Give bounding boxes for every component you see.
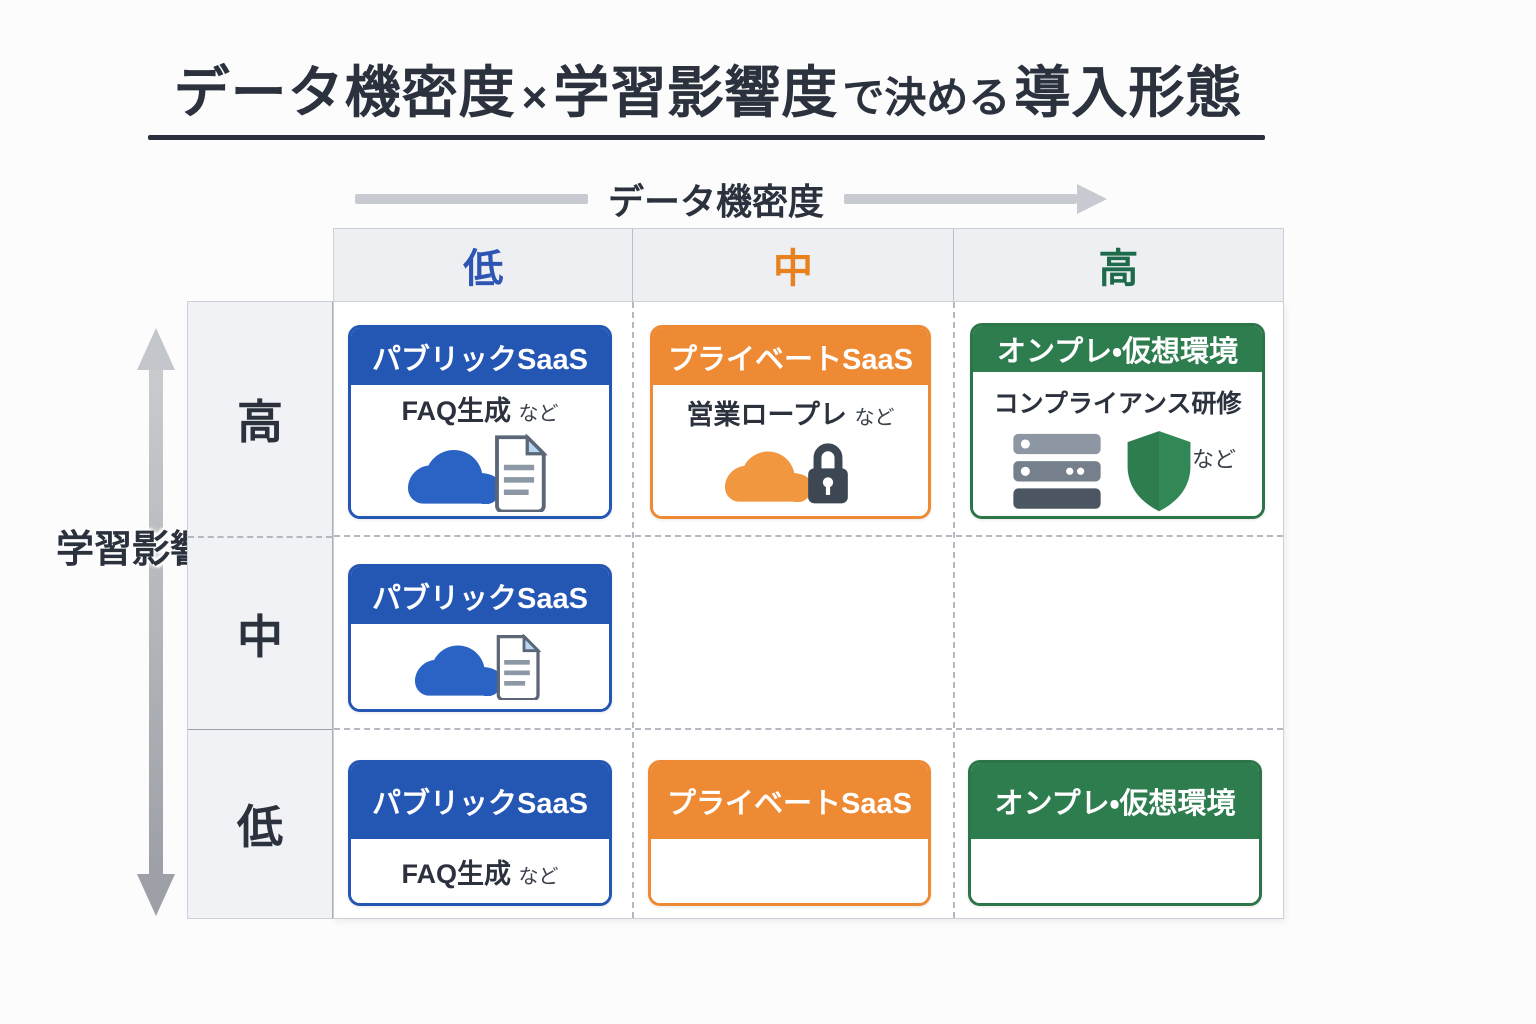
row-header-column: 高 中 低 xyxy=(187,301,333,919)
document-icon xyxy=(496,633,542,700)
y-axis-learning-impact xyxy=(136,328,176,916)
card-title: パブリックSaaS xyxy=(351,567,609,624)
card-onprem-low-impact: オンプレ・仮想環境 xyxy=(968,760,1262,906)
card-public-saas-low-impact: パブリックSaaS FAQ生成 など xyxy=(348,760,612,906)
use-case-label: コンプライアンス研修 xyxy=(993,390,1242,418)
column-header-low: 低 xyxy=(463,247,504,291)
server-icon xyxy=(1013,433,1101,509)
card-title: プライベートSaaS xyxy=(653,328,928,385)
card-public-saas-mid-impact: パブリックSaaS xyxy=(348,564,612,712)
title-learning-impact: 学習影響度 xyxy=(553,61,839,124)
cloud-icon xyxy=(415,645,501,696)
lock-icon xyxy=(807,443,848,504)
column-header-row: 低 中 高 xyxy=(333,228,1284,301)
card-private-saas-low-impact: プライベートSaaS xyxy=(648,760,931,906)
cloud-icon xyxy=(724,451,811,502)
title-times-sign: × xyxy=(521,73,548,122)
right-arrow-icon xyxy=(1077,184,1108,214)
x-axis-data-confidentiality: データ機密度 xyxy=(355,178,1108,222)
page-title: データ機密度×学習影響度で決める導入形態 xyxy=(0,48,1416,129)
use-case-label: FAQ生成 など xyxy=(401,858,559,889)
title-deployment-form: 導入形態 xyxy=(1014,61,1243,124)
use-case-label: 営業ロープレ など xyxy=(686,400,895,430)
cloud-icon xyxy=(408,450,500,504)
down-arrow-icon xyxy=(137,874,175,916)
card-title: パブリックSaaS xyxy=(351,763,609,839)
row-header-mid: 中 xyxy=(188,536,332,729)
column-header-high: 高 xyxy=(952,229,1283,301)
grid-divider-horizontal-2 xyxy=(334,728,1283,730)
card-onprem-high-impact: オンプレ・仮想環境 コンプライアンス研修 など xyxy=(970,323,1265,519)
row-header-high: 高 xyxy=(237,396,283,448)
y-axis-line xyxy=(149,370,163,874)
up-arrow-icon xyxy=(137,328,175,370)
title-underline xyxy=(148,135,1265,140)
x-axis-line-left xyxy=(355,194,588,204)
grid-divider-vertical-1 xyxy=(632,302,634,918)
card-title: オンプレ・仮想環境 xyxy=(973,326,1262,372)
shield-icon xyxy=(1127,431,1191,512)
title-connector: で決める xyxy=(842,74,1011,121)
column-header-mid: 中 xyxy=(632,229,952,301)
card-public-saas-high-impact: パブリックSaaS FAQ生成 など xyxy=(348,325,612,519)
x-axis-label: データ機密度 xyxy=(608,181,825,222)
grid-divider-horizontal-1 xyxy=(334,535,1283,537)
grid-divider-vertical-2 xyxy=(953,302,955,918)
row-header-low: 低 xyxy=(188,729,332,918)
card-title: パブリックSaaS xyxy=(351,328,609,385)
x-axis-line-right xyxy=(844,194,1078,204)
card-title: プライベートSaaS xyxy=(651,763,928,839)
etc-label: など xyxy=(1191,447,1236,472)
document-icon xyxy=(495,434,548,512)
use-case-label: FAQ生成 など xyxy=(401,396,559,426)
card-private-saas-high-impact: プライベートSaaS 営業ロープレ など xyxy=(650,325,931,519)
title-data-confidentiality: データ機密度 xyxy=(173,61,516,124)
card-title: オンプレ・仮想環境 xyxy=(971,763,1259,839)
